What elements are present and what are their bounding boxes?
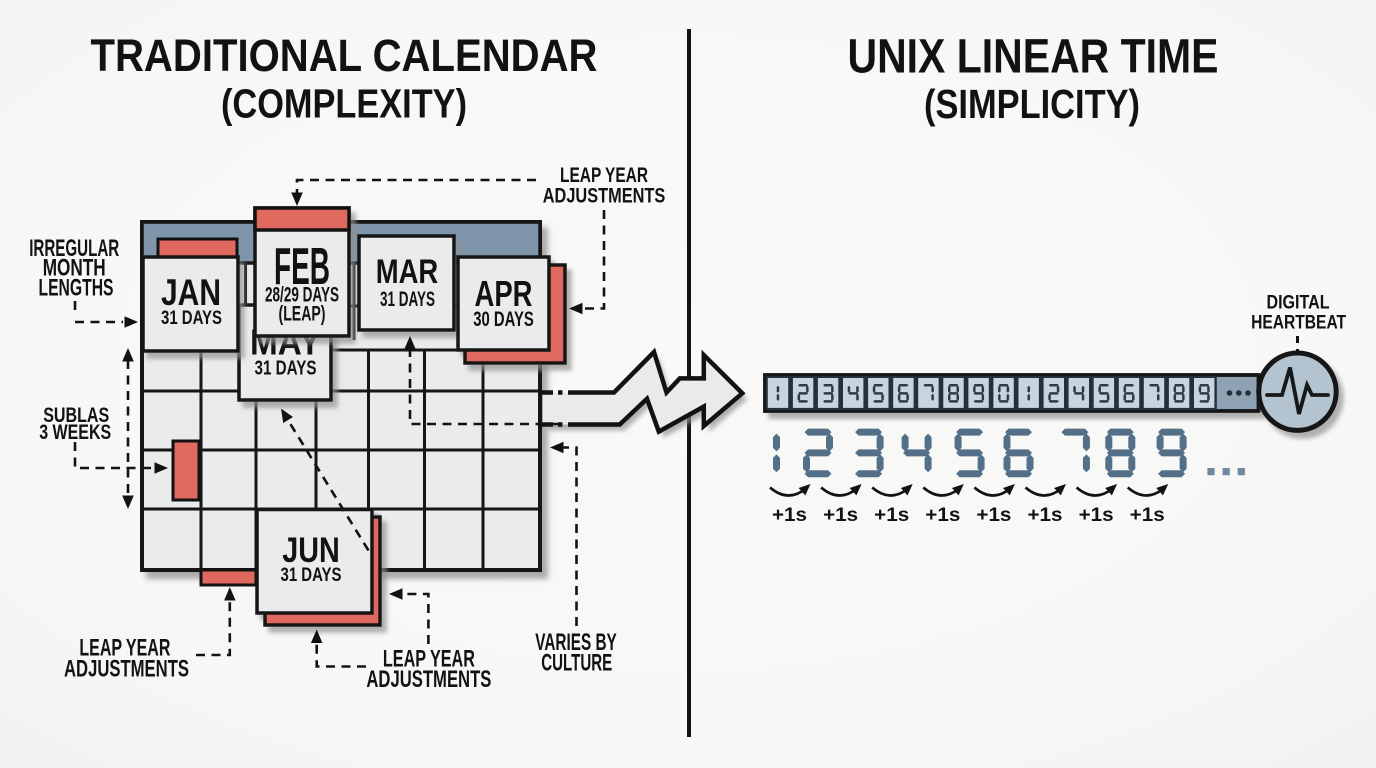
svg-text:LEAP YEAR: LEAP YEAR xyxy=(79,635,170,662)
svg-text:LEAP YEAR: LEAP YEAR xyxy=(560,163,648,187)
svg-text:TRADITIONAL CALENDAR: TRADITIONAL CALENDAR xyxy=(91,30,598,81)
svg-text:3 WEEKS: 3 WEEKS xyxy=(39,420,111,444)
svg-text:31 DAYS: 31 DAYS xyxy=(255,358,317,380)
svg-text:MONTH: MONTH xyxy=(43,255,106,282)
svg-text:+1s: +1s xyxy=(1028,504,1063,526)
svg-text:HEARTBEAT: HEARTBEAT xyxy=(1251,311,1346,333)
svg-text:ADJUSTMENTS: ADJUSTMENTS xyxy=(64,656,189,683)
svg-text:31 DAYS: 31 DAYS xyxy=(161,308,222,329)
svg-text:+1s: +1s xyxy=(1079,504,1114,526)
svg-text:30 DAYS: 30 DAYS xyxy=(473,307,534,331)
svg-text:CULTURE: CULTURE xyxy=(541,650,612,677)
svg-text:28/29 DAYS: 28/29 DAYS xyxy=(265,283,339,307)
svg-text:(LEAP): (LEAP) xyxy=(279,302,326,326)
svg-text:(COMPLEXITY): (COMPLEXITY) xyxy=(221,81,467,127)
svg-text:+1s: +1s xyxy=(874,504,909,526)
svg-text:UNIX LINEAR TIME: UNIX LINEAR TIME xyxy=(848,31,1219,84)
svg-text:31 DAYS: 31 DAYS xyxy=(281,565,342,586)
svg-text:IRREGULAR: IRREGULAR xyxy=(29,235,119,262)
svg-text:DIGITAL: DIGITAL xyxy=(1267,292,1330,314)
svg-text:+1s: +1s xyxy=(1130,504,1165,526)
svg-text:+1s: +1s xyxy=(976,504,1011,526)
svg-text:MAR: MAR xyxy=(376,253,439,291)
svg-text:APR: APR xyxy=(475,273,533,314)
svg-text:SUBLAS: SUBLAS xyxy=(43,403,109,427)
svg-text:LENGTHS: LENGTHS xyxy=(39,275,114,302)
svg-text:LEAP YEAR: LEAP YEAR xyxy=(383,645,475,672)
svg-text:JAN: JAN xyxy=(161,271,221,313)
svg-text:ADJUSTMENTS: ADJUSTMENTS xyxy=(366,666,491,693)
svg-text:JUN: JUN xyxy=(282,531,340,570)
svg-text:+1s: +1s xyxy=(925,504,960,526)
svg-text:31 DAYS: 31 DAYS xyxy=(380,287,435,311)
svg-text:FEB: FEB xyxy=(274,238,330,296)
svg-text:VARIES BY: VARIES BY xyxy=(535,629,617,656)
svg-text:(SIMPLICITY): (SIMPLICITY) xyxy=(924,81,1140,127)
svg-text:+1s: +1s xyxy=(772,504,807,526)
svg-text:ADJUSTMENTS: ADJUSTMENTS xyxy=(543,184,666,208)
svg-text:+1s: +1s xyxy=(823,504,858,526)
